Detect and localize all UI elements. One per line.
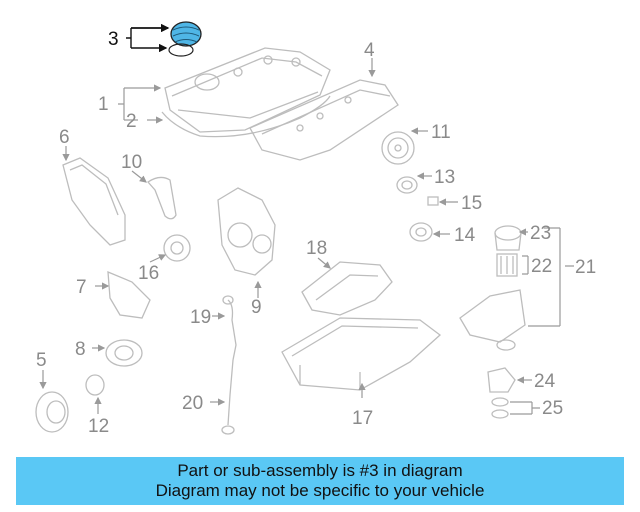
callout-4: 4: [364, 40, 375, 61]
callout-9: 9: [251, 297, 262, 318]
callout-2: 2: [126, 111, 137, 132]
info-banner: Part or sub-assembly is #3 in diagram Di…: [16, 457, 624, 505]
crankshaft-pulley-part-5[interactable]: [35, 391, 69, 433]
oil-pickup-part-18[interactable]: [301, 261, 393, 316]
banner-line-2: Diagram may not be specific to your vehi…: [155, 481, 485, 500]
callout-20: 20: [182, 393, 203, 414]
timing-belt-part-10[interactable]: [147, 176, 177, 220]
front-seal-part-8[interactable]: [105, 339, 143, 367]
camshaft-sprocket-part-11[interactable]: [381, 131, 415, 165]
callout-13: 13: [434, 167, 455, 188]
callout-3: 3: [108, 29, 119, 50]
callout-8: 8: [75, 339, 86, 360]
callout-19: 19: [190, 307, 211, 328]
oil-pump-gear-part-12[interactable]: [85, 374, 105, 396]
callout-6: 6: [59, 127, 70, 148]
dipstick-tube-part-20[interactable]: [221, 359, 235, 435]
callout-15: 15: [461, 193, 482, 214]
callout-1: 1: [98, 94, 109, 115]
callout-3-leader: [126, 27, 168, 48]
callout-16: 16: [138, 263, 159, 284]
callout-25: 25: [542, 398, 563, 419]
timing-belt-cover-part-6[interactable]: [62, 157, 126, 246]
callout-21: 21: [575, 257, 596, 278]
callout-11: 11: [431, 122, 451, 143]
valve-cover-gasket-part-2[interactable]: [161, 95, 331, 138]
oil-filter-cap-part-23[interactable]: [494, 225, 522, 251]
valve-cover-part-1[interactable]: [164, 47, 331, 133]
callout-17: 17: [352, 408, 373, 429]
callout-24: 24: [534, 371, 556, 392]
oil-cooler-part-24[interactable]: [487, 367, 516, 393]
upper-timing-cover-part-4[interactable]: [249, 79, 399, 161]
bolt-part-15[interactable]: [427, 196, 439, 206]
exploded-parts-diagram: 3 1 2 4 6 10 11 13 15 14 23 22 21 18 16 …: [35, 21, 596, 437]
callout-5: 5: [36, 350, 47, 371]
callout-7: 7: [76, 277, 87, 298]
front-engine-cover-part-9[interactable]: [217, 187, 276, 276]
oil-pan-part-17[interactable]: [281, 317, 442, 391]
callout-10: 10: [121, 152, 142, 173]
callout-18: 18: [306, 238, 327, 259]
tensioner-pulley-part-13[interactable]: [396, 176, 418, 194]
banner-line-1: Part or sub-assembly is #3 in diagram: [177, 461, 463, 480]
callout-22: 22: [531, 256, 552, 277]
callout-12: 12: [88, 416, 109, 437]
oil-filler-cap-part-3[interactable]: [168, 21, 202, 57]
callout-23: 23: [530, 223, 551, 244]
callout-14: 14: [454, 225, 476, 246]
seal-part-25[interactable]: [491, 397, 509, 419]
idler-pulley-part-14[interactable]: [409, 222, 433, 242]
oil-filter-housing-part-21[interactable]: [459, 289, 526, 351]
bracket-part-7[interactable]: [107, 270, 151, 319]
crankshaft-sprocket-part-16[interactable]: [163, 234, 191, 262]
oil-filter-element-part-22[interactable]: [496, 253, 518, 277]
dipstick-part-19[interactable]: [222, 295, 237, 361]
